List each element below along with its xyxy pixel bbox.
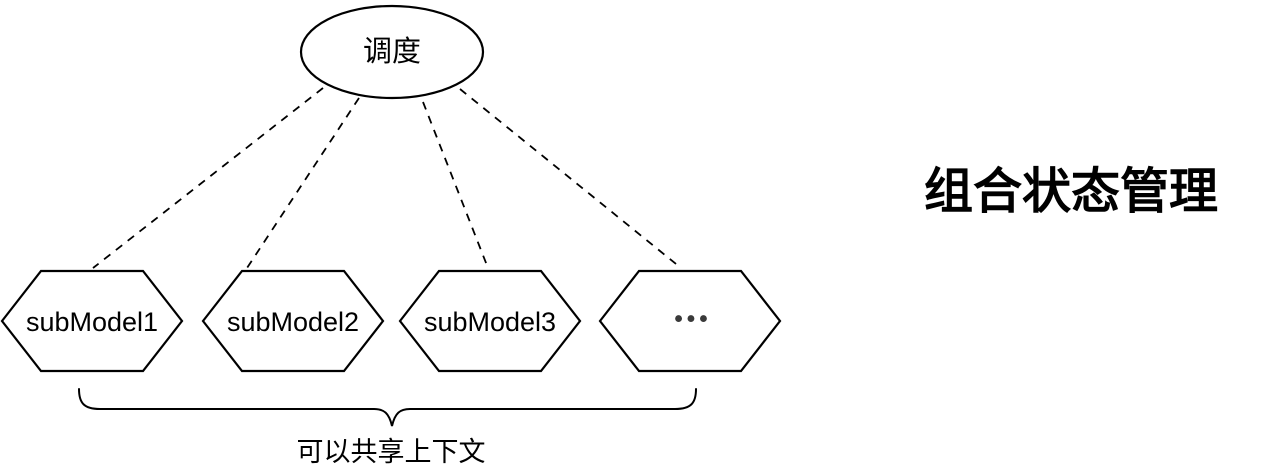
submodel-node-1: subModel1 (0, 269, 184, 373)
submodel-node-2: subModel2 (201, 269, 385, 373)
submodel-node-ellipsis: ••• (598, 269, 782, 373)
connector-line-3 (422, 101, 489, 269)
connector-line-4 (459, 88, 682, 269)
hexagon-shape-3 (398, 269, 582, 373)
hexagon-shape-2 (201, 269, 385, 373)
hexagon-shape-4 (598, 269, 782, 373)
hexagon-shape-1 (0, 269, 184, 373)
connector-group (92, 87, 682, 269)
submodel-label-1: subModel1 (26, 307, 158, 337)
diagram-title: 组合状态管理 (924, 165, 1218, 219)
submodel-label-ellipsis: ••• (674, 306, 711, 333)
submodel-node-3: subModel3 (398, 269, 582, 373)
scheduler-ellipse-shape (299, 4, 485, 100)
scheduler-node: 调度 (299, 4, 485, 100)
submodel-label-2: subModel2 (227, 307, 359, 337)
scheduler-label: 调度 (363, 35, 421, 68)
submodel-label-3: subModel3 (424, 307, 556, 337)
curly-brace (78, 388, 697, 427)
connector-line-2 (246, 97, 360, 269)
brace-caption: 可以共享上下文 (297, 437, 486, 467)
connector-line-1 (92, 87, 324, 269)
